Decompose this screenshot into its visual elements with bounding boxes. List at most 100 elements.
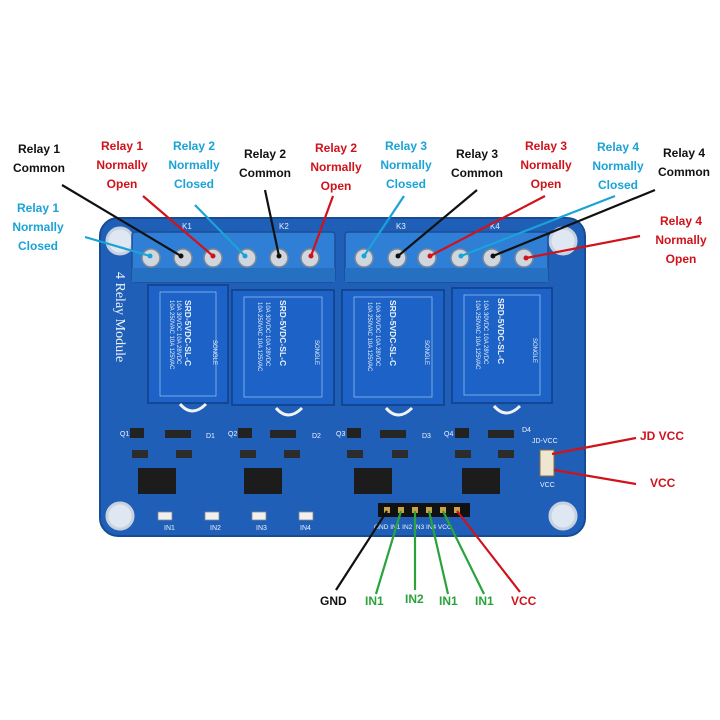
wire-relay3-common: [397, 189, 478, 257]
relay-model-text: SRD-5VDC-SL-C: [183, 300, 193, 366]
label-in1-a: IN1: [365, 594, 384, 608]
coil-outline: [384, 406, 414, 417]
terminal-label: K3: [396, 222, 406, 231]
wire-gnd: [335, 510, 388, 591]
relay-model-text: SRD-5VDC-SL-C: [388, 300, 398, 366]
relay-brand-text: SONGLE: [531, 338, 537, 363]
relay-brand-text: SONGLE: [211, 340, 217, 365]
resistor: [392, 450, 408, 458]
terminal-block-right: [344, 231, 549, 283]
transistor: [238, 428, 252, 438]
header-silkscreen: GND IN1 IN2 IN3 IN4 VCC: [374, 524, 452, 531]
wire-endpoints: [147, 253, 529, 261]
jumper: [539, 449, 555, 477]
led: [298, 511, 314, 521]
transistor: [130, 428, 144, 438]
part-label: Q3: [336, 431, 345, 438]
resistor: [176, 450, 192, 458]
part-label: D2: [312, 433, 321, 440]
components-row: [130, 428, 514, 458]
wire-relay2-no: [309, 195, 335, 257]
input-leds: [157, 511, 314, 521]
optocouplers: [138, 468, 500, 494]
relay-rating-text: 10A 250VAC 10A 125VAC: [474, 300, 480, 370]
optocoupler: [354, 468, 392, 494]
optocoupler: [244, 468, 282, 494]
relay-1: [147, 284, 229, 404]
diode: [380, 430, 406, 438]
led: [251, 511, 267, 521]
terminal-block-left: [131, 231, 336, 283]
relay-rating-text: 10A 250VAC 10A 125VAC: [256, 302, 262, 372]
mounting-hole: [105, 501, 135, 531]
wire-in1-a: [374, 510, 403, 595]
transistor: [347, 428, 361, 438]
label-jd-vcc: JD VCC: [640, 429, 685, 443]
resistor: [284, 450, 300, 458]
terminal-label: K2: [279, 222, 289, 231]
wire-relay2-common: [263, 189, 281, 257]
relay-4: [451, 287, 553, 404]
relay-2: [231, 289, 335, 406]
relay-model-text: SRD-5VDC-SL-C: [496, 298, 506, 364]
optocoupler: [138, 468, 176, 494]
relay-brand-text: SONGLE: [313, 340, 319, 365]
resistor: [240, 450, 256, 458]
part-label: D4: [522, 427, 531, 434]
jumper-label-top: JD-VCC: [532, 438, 558, 445]
relay-rating-text: 10A 250VAC 10A 125VAC: [366, 302, 372, 372]
relay-rating-text: 10A 250VAC 10A 125VAC: [168, 300, 174, 370]
relay-rating-text: 10A 30VDC 10A 28VDC: [264, 302, 270, 367]
diode: [165, 430, 191, 438]
label-in1-c: IN1: [475, 594, 494, 608]
terminal-label: K1: [182, 222, 192, 231]
label-vcc-right: VCC: [650, 476, 676, 490]
wire-jd-vcc: [551, 436, 637, 456]
optocoupler: [462, 468, 500, 494]
part-label: D1: [206, 433, 215, 440]
resistor: [132, 450, 148, 458]
transistor: [455, 428, 469, 438]
led: [204, 511, 220, 521]
led-label: IN3: [256, 525, 267, 532]
part-label: D3: [422, 433, 431, 440]
led-label: IN1: [164, 525, 175, 532]
mounting-hole: [548, 501, 578, 531]
wire-relay3-no: [429, 195, 546, 257]
led-label: IN4: [300, 525, 311, 532]
wire-vcc-right: [553, 468, 637, 486]
diode: [488, 430, 514, 438]
wire-relay4-no: [525, 234, 641, 260]
wire-in1-b: [427, 510, 450, 595]
pointer-lines: [61, 184, 656, 595]
wire-relay1-nc: [84, 235, 151, 258]
part-label: Q1: [120, 431, 129, 438]
wire-relay2-nc: [194, 204, 246, 257]
relay-brand-text: SONGLE: [423, 340, 429, 365]
coil-outline: [274, 406, 304, 417]
resistor: [455, 450, 471, 458]
wire-relay3-nc: [363, 195, 405, 257]
jumper-label-bottom: VCC: [540, 482, 555, 489]
wire-relay1-no: [142, 195, 214, 257]
led: [157, 511, 173, 521]
led-label: IN2: [210, 525, 221, 532]
screw-terminal: [173, 248, 193, 268]
resistor: [498, 450, 514, 458]
coil-outline: [178, 402, 208, 413]
wire-relay1-common: [61, 184, 182, 257]
relay-model-text: SRD-5VDC-SL-C: [278, 300, 288, 366]
wire-relay4-nc: [460, 194, 616, 258]
relay-3: [341, 289, 445, 406]
part-label: Q4: [444, 431, 453, 438]
